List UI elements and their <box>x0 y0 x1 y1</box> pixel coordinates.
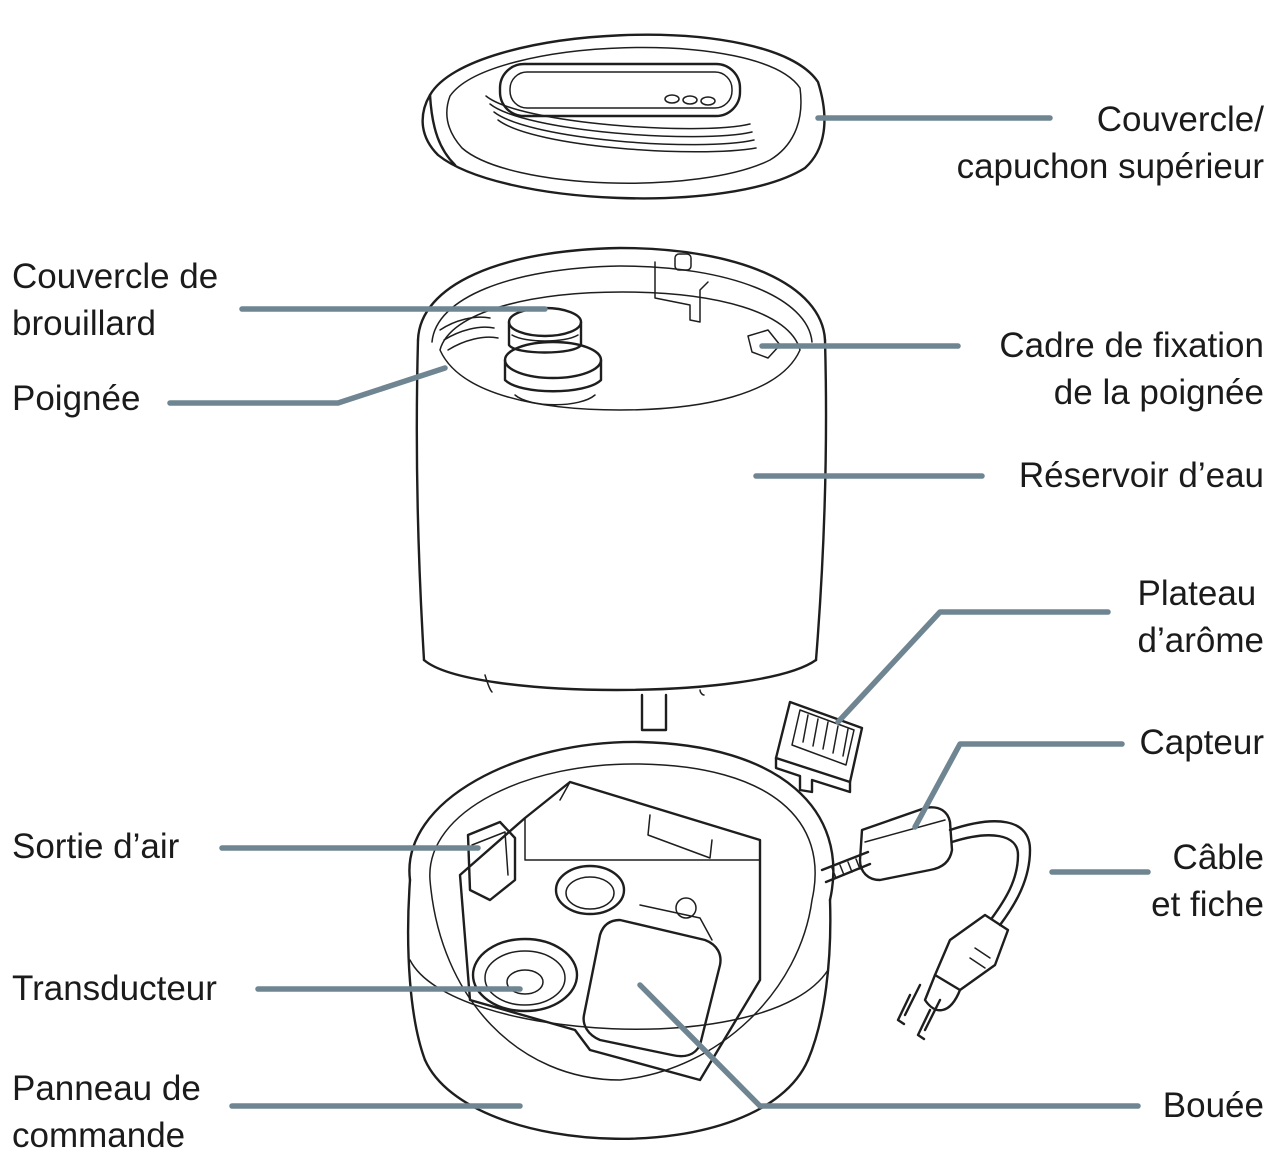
aroma-tray-drawing <box>774 700 864 794</box>
label-lid-top-cap-line1: Couvercle/ <box>1096 100 1264 139</box>
label-air-outlet-line1: Sortie d’air <box>12 827 180 866</box>
label-lid-top-cap: Couvercle/ capuchon supérieur <box>957 96 1264 190</box>
label-aroma-tray-line2: d’arôme <box>1137 621 1264 660</box>
label-control-panel: Panneau de commande <box>12 1065 201 1159</box>
label-cable-plug-line1: Câble <box>1172 838 1264 877</box>
top-lid-drawing <box>421 33 826 200</box>
label-aroma-tray-line1: Plateau <box>1137 574 1257 613</box>
label-control-panel-line2: commande <box>12 1116 186 1155</box>
leader-lines <box>167 115 1151 1109</box>
label-handle-frame: Cadre de fixation de la poignée <box>999 322 1264 416</box>
label-cable-plug: Câble et fiche <box>1151 834 1264 928</box>
water-tank-drawing <box>415 246 828 732</box>
label-handle-frame-line2: de la poignée <box>1053 373 1264 412</box>
label-float-line1: Bouée <box>1162 1086 1264 1125</box>
cable-plug-drawing <box>820 806 1032 1041</box>
label-mist-cover: Couvercle de brouillard <box>12 253 218 347</box>
leader-float <box>637 982 1141 1109</box>
label-sensor: Capteur <box>1139 719 1264 766</box>
leader-sensor <box>912 741 1125 830</box>
label-air-outlet: Sortie d’air <box>12 823 179 870</box>
leader-aroma-tray <box>835 609 1111 725</box>
label-handle: Poignée <box>12 375 140 422</box>
label-cable-plug-line2: et fiche <box>1151 885 1264 924</box>
label-float: Bouée <box>1163 1082 1264 1129</box>
label-handle-frame-line1: Cadre de fixation <box>999 326 1264 365</box>
leader-handle <box>167 365 448 406</box>
label-transducer-line1: Transducteur <box>12 969 217 1008</box>
label-handle-line1: Poignée <box>12 379 141 418</box>
base-drawing <box>406 740 835 1140</box>
label-lid-top-cap-line2: capuchon supérieur <box>956 147 1264 186</box>
label-water-tank-line1: Réservoir d’eau <box>1018 456 1264 495</box>
label-aroma-tray: Plateau d’arôme <box>1138 570 1264 664</box>
label-sensor-line1: Capteur <box>1139 723 1264 762</box>
label-mist-cover-line2: brouillard <box>12 304 156 343</box>
label-mist-cover-line1: Couvercle de <box>12 257 219 296</box>
label-transducer: Transducteur <box>12 965 217 1012</box>
label-control-panel-line1: Panneau de <box>12 1069 201 1108</box>
label-water-tank: Réservoir d’eau <box>1019 452 1264 499</box>
